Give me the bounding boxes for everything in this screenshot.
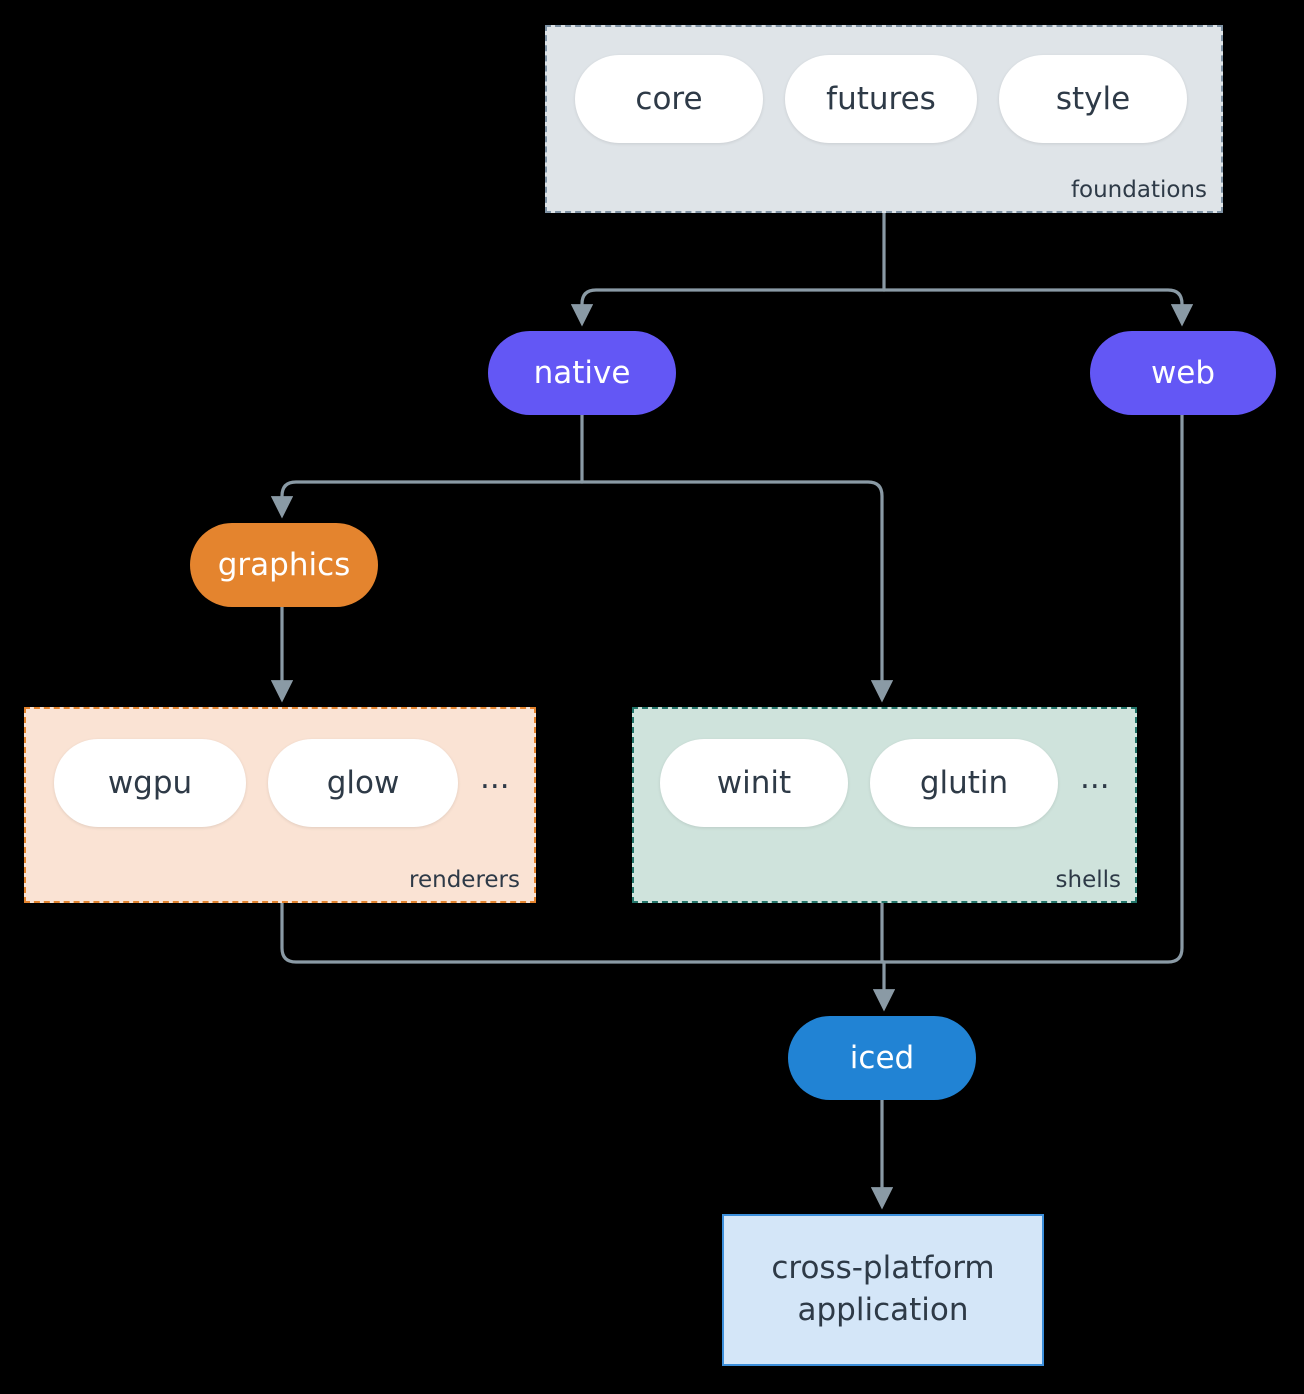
node-web-label: web <box>1150 355 1216 391</box>
renderers-ellipsis: ... <box>480 759 510 796</box>
node-core-label: core <box>635 81 703 117</box>
node-style-label: style <box>1055 81 1131 117</box>
node-wgpu-label: wgpu <box>107 765 193 801</box>
edge-native-to-graphics <box>270 480 584 519</box>
edge-foundations-to-web <box>882 288 1194 327</box>
cluster-renderers: wgpu glow ... renderers <box>24 707 536 903</box>
cluster-foundations-label: foundations <box>1070 177 1207 203</box>
node-graphics[interactable]: graphics <box>190 523 378 607</box>
cluster-renderers-label: renderers <box>409 867 520 893</box>
node-glow-label: glow <box>326 765 400 801</box>
node-graphics-label: graphics <box>217 547 351 583</box>
node-winit[interactable]: winit <box>660 739 848 827</box>
edge-native-to-shells <box>580 480 894 703</box>
node-futures[interactable]: futures <box>785 55 977 143</box>
node-glow[interactable]: glow <box>268 739 458 827</box>
cluster-shells-label: shells <box>1055 867 1121 893</box>
node-native[interactable]: native <box>488 331 676 415</box>
cluster-shells: winit glutin ... shells <box>632 707 1137 903</box>
node-web[interactable]: web <box>1090 331 1276 415</box>
node-iced-label: iced <box>849 1040 915 1076</box>
node-winit-label: winit <box>716 765 792 801</box>
shells-ellipsis: ... <box>1080 759 1110 796</box>
node-glutin-label: glutin <box>919 765 1009 801</box>
application-line-1: cross-platform <box>771 1250 995 1287</box>
node-cross-platform-application[interactable]: cross-platform application <box>722 1214 1044 1366</box>
node-core[interactable]: core <box>575 55 763 143</box>
cluster-foundations-items: core futures style <box>575 55 1187 143</box>
cluster-foundations: core futures style foundations <box>545 25 1223 213</box>
node-futures-label: futures <box>826 81 936 117</box>
application-line-2: application <box>797 1292 969 1328</box>
cluster-renderers-items: wgpu glow ... <box>54 739 510 827</box>
node-iced[interactable]: iced <box>788 1016 976 1100</box>
edge-foundations-to-native <box>570 288 886 327</box>
node-wgpu[interactable]: wgpu <box>54 739 246 827</box>
node-native-label: native <box>533 355 631 391</box>
node-style[interactable]: style <box>999 55 1187 143</box>
node-glutin[interactable]: glutin <box>870 739 1058 827</box>
cluster-shells-items: winit glutin ... <box>660 739 1110 827</box>
edge-renderers-to-iced <box>280 901 886 964</box>
